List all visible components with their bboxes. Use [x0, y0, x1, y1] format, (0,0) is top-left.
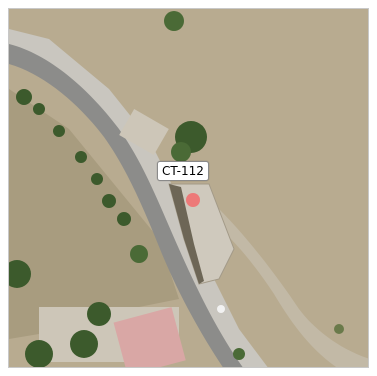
tree [164, 11, 184, 31]
tree [33, 103, 45, 115]
tree [233, 348, 245, 360]
tree [171, 142, 191, 162]
tree [9, 260, 31, 288]
tank-shadow [169, 184, 204, 284]
tree [75, 151, 87, 163]
tree [16, 89, 32, 105]
field-left [9, 89, 179, 339]
building-roof [113, 307, 186, 367]
tree [102, 194, 116, 208]
location-marker[interactable] [186, 193, 200, 207]
main-road [9, 44, 243, 367]
satellite-map[interactable] [8, 8, 369, 368]
small-building [119, 109, 169, 155]
satellite-imagery [9, 9, 368, 367]
dirt-track [209, 209, 368, 367]
tree [334, 324, 344, 334]
tree [70, 330, 98, 358]
tree [87, 302, 111, 326]
tree [117, 212, 131, 226]
tree [53, 125, 65, 137]
tree [25, 340, 53, 367]
tree [91, 173, 103, 185]
vehicle [217, 305, 225, 313]
tree [130, 245, 148, 263]
marker-label: CT-112 [157, 161, 209, 181]
